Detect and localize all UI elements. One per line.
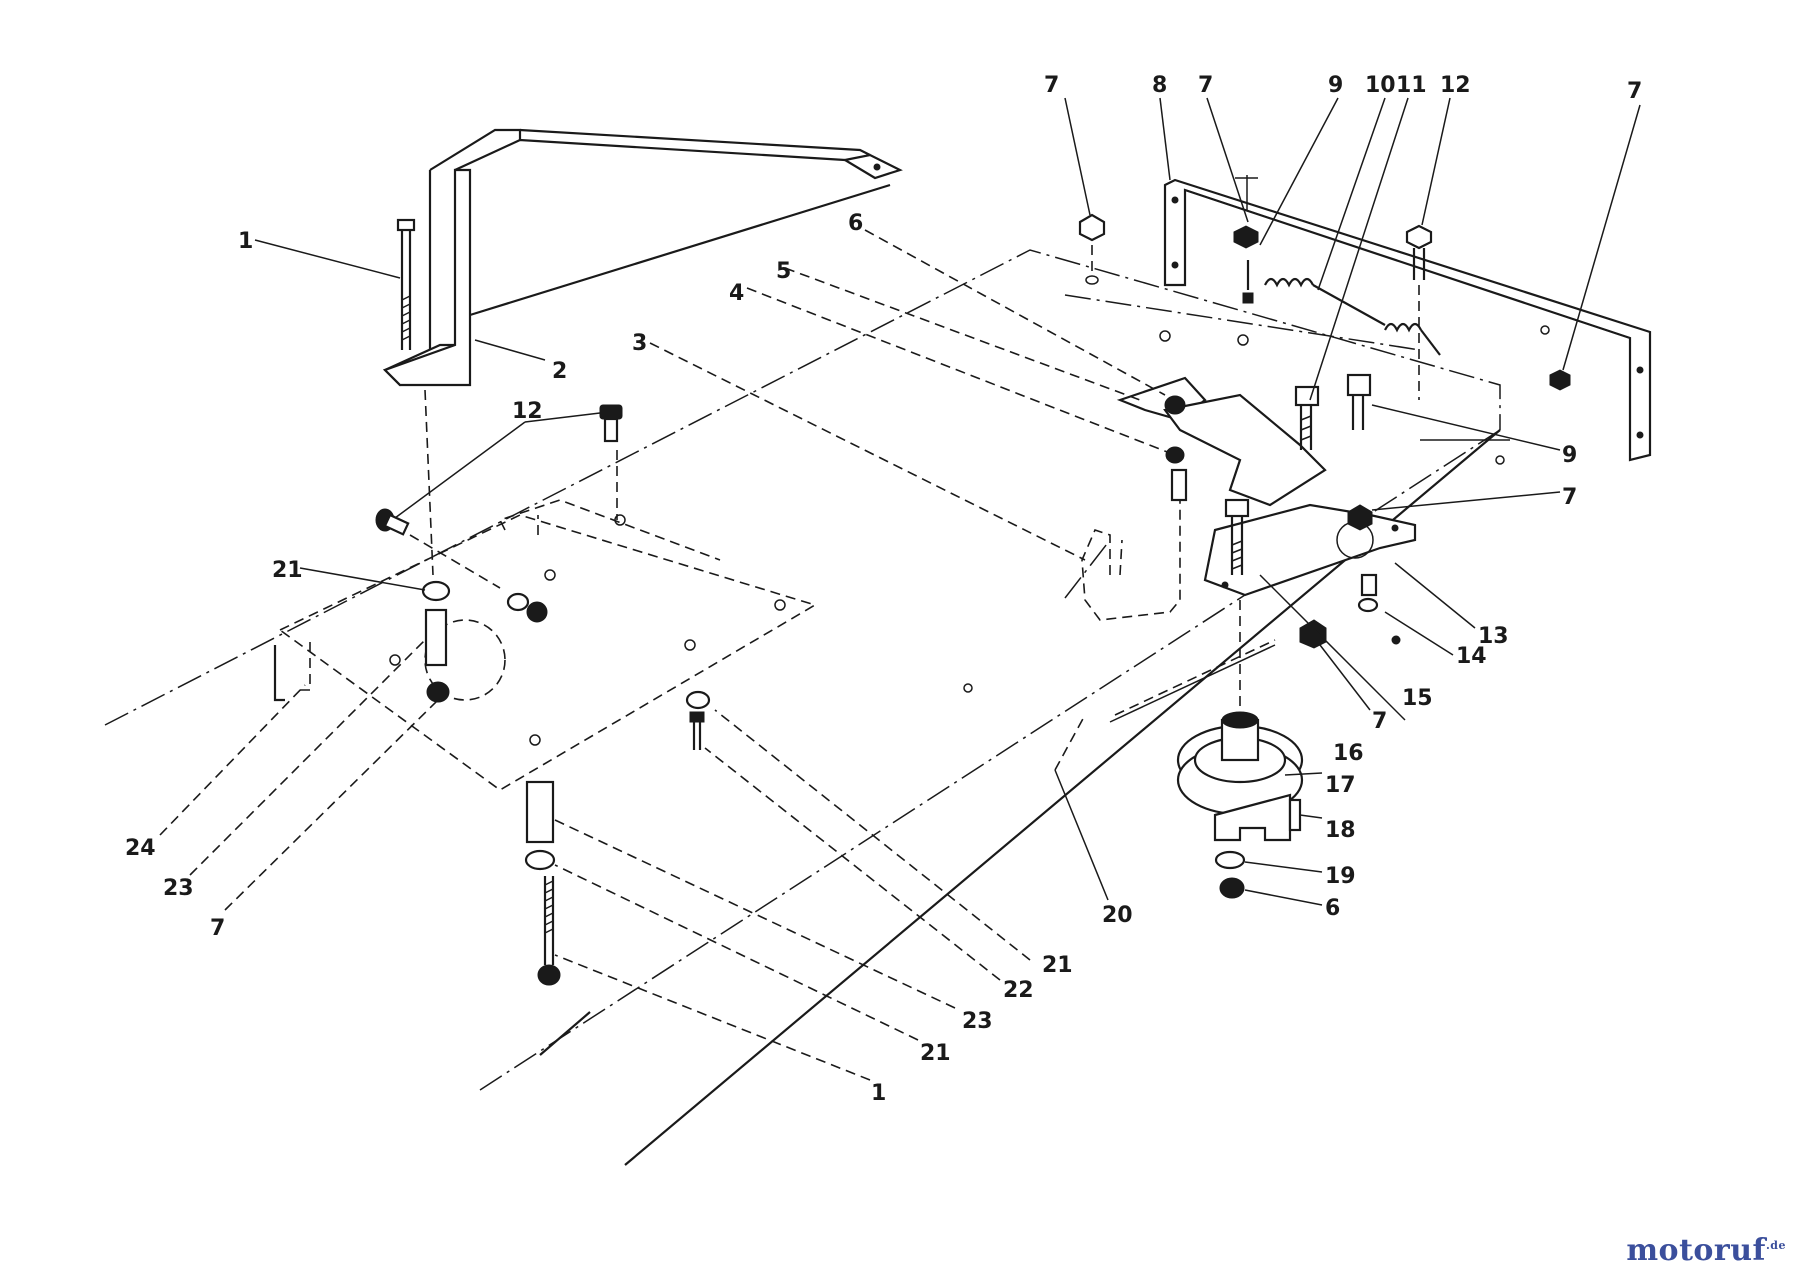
callout-9-top: 9: [1328, 73, 1343, 98]
callout-11: 11: [1396, 73, 1427, 98]
callout-21-left: 21: [272, 558, 303, 583]
support-bar: [1163, 175, 1652, 462]
callout-18: 18: [1325, 818, 1356, 843]
callout-23-bottom: 23: [962, 1009, 993, 1034]
callout-15: 15: [1402, 686, 1433, 711]
pulley-icon: [1176, 600, 1304, 899]
callout-17: 17: [1325, 773, 1356, 798]
left-hardware: [375, 404, 711, 1056]
callout-16: 16: [1333, 741, 1364, 766]
bracket-icon: [382, 128, 903, 387]
callout-24: 24: [125, 836, 156, 861]
callout-6-top: 6: [848, 211, 863, 236]
callout-2: 2: [552, 359, 567, 384]
callout-1-top: 1: [238, 229, 253, 254]
callout-13: 13: [1478, 624, 1509, 649]
callout-7-d: 7: [1562, 485, 1577, 510]
callout-20: 20: [1102, 903, 1133, 928]
callout-21-mid: 21: [1042, 953, 1073, 978]
callout-23-left: 23: [163, 876, 194, 901]
watermark-suffix: .de: [1765, 1239, 1786, 1252]
callout-7-e: 7: [1372, 709, 1387, 734]
callout-19: 19: [1325, 864, 1356, 889]
watermark-text: motoruf: [1626, 1233, 1766, 1268]
right-hardware: [1078, 213, 1401, 649]
callout-10: 10: [1365, 73, 1396, 98]
callout-3: 3: [632, 331, 647, 356]
callout-5: 5: [776, 259, 791, 284]
callout-7-a: 7: [1044, 73, 1059, 98]
callout-12-top: 12: [1440, 73, 1471, 98]
callout-14: 14: [1456, 644, 1487, 669]
callout-22: 22: [1003, 978, 1034, 1003]
callout-8: 8: [1152, 73, 1167, 98]
rod-3: [1081, 468, 1188, 621]
callout-6-bottom: 6: [1325, 896, 1340, 921]
callout-4: 4: [729, 281, 744, 306]
callout-labels: 1 2 3 4 5 6 7 8 7 9 10 11 12 7 12 9 7 13…: [125, 73, 1642, 1106]
mount-plate: [273, 499, 817, 791]
callout-7-f: 7: [210, 916, 225, 941]
callout-7-c: 7: [1627, 79, 1642, 104]
watermark-logo: motoruf.de: [1626, 1233, 1786, 1268]
idler-arm: [1203, 503, 1417, 597]
leader-lines: [159, 97, 1641, 1081]
callout-12-left: 12: [512, 399, 543, 424]
callout-7-b: 7: [1198, 73, 1213, 98]
bolt-icon: [396, 218, 434, 576]
linkage-plate: [1116, 376, 1327, 507]
callout-21-bottom: 21: [920, 1041, 951, 1066]
callout-9-right: 9: [1562, 443, 1577, 468]
callout-1-bottom: 1: [871, 1081, 886, 1106]
spring-icon: [1242, 224, 1441, 400]
